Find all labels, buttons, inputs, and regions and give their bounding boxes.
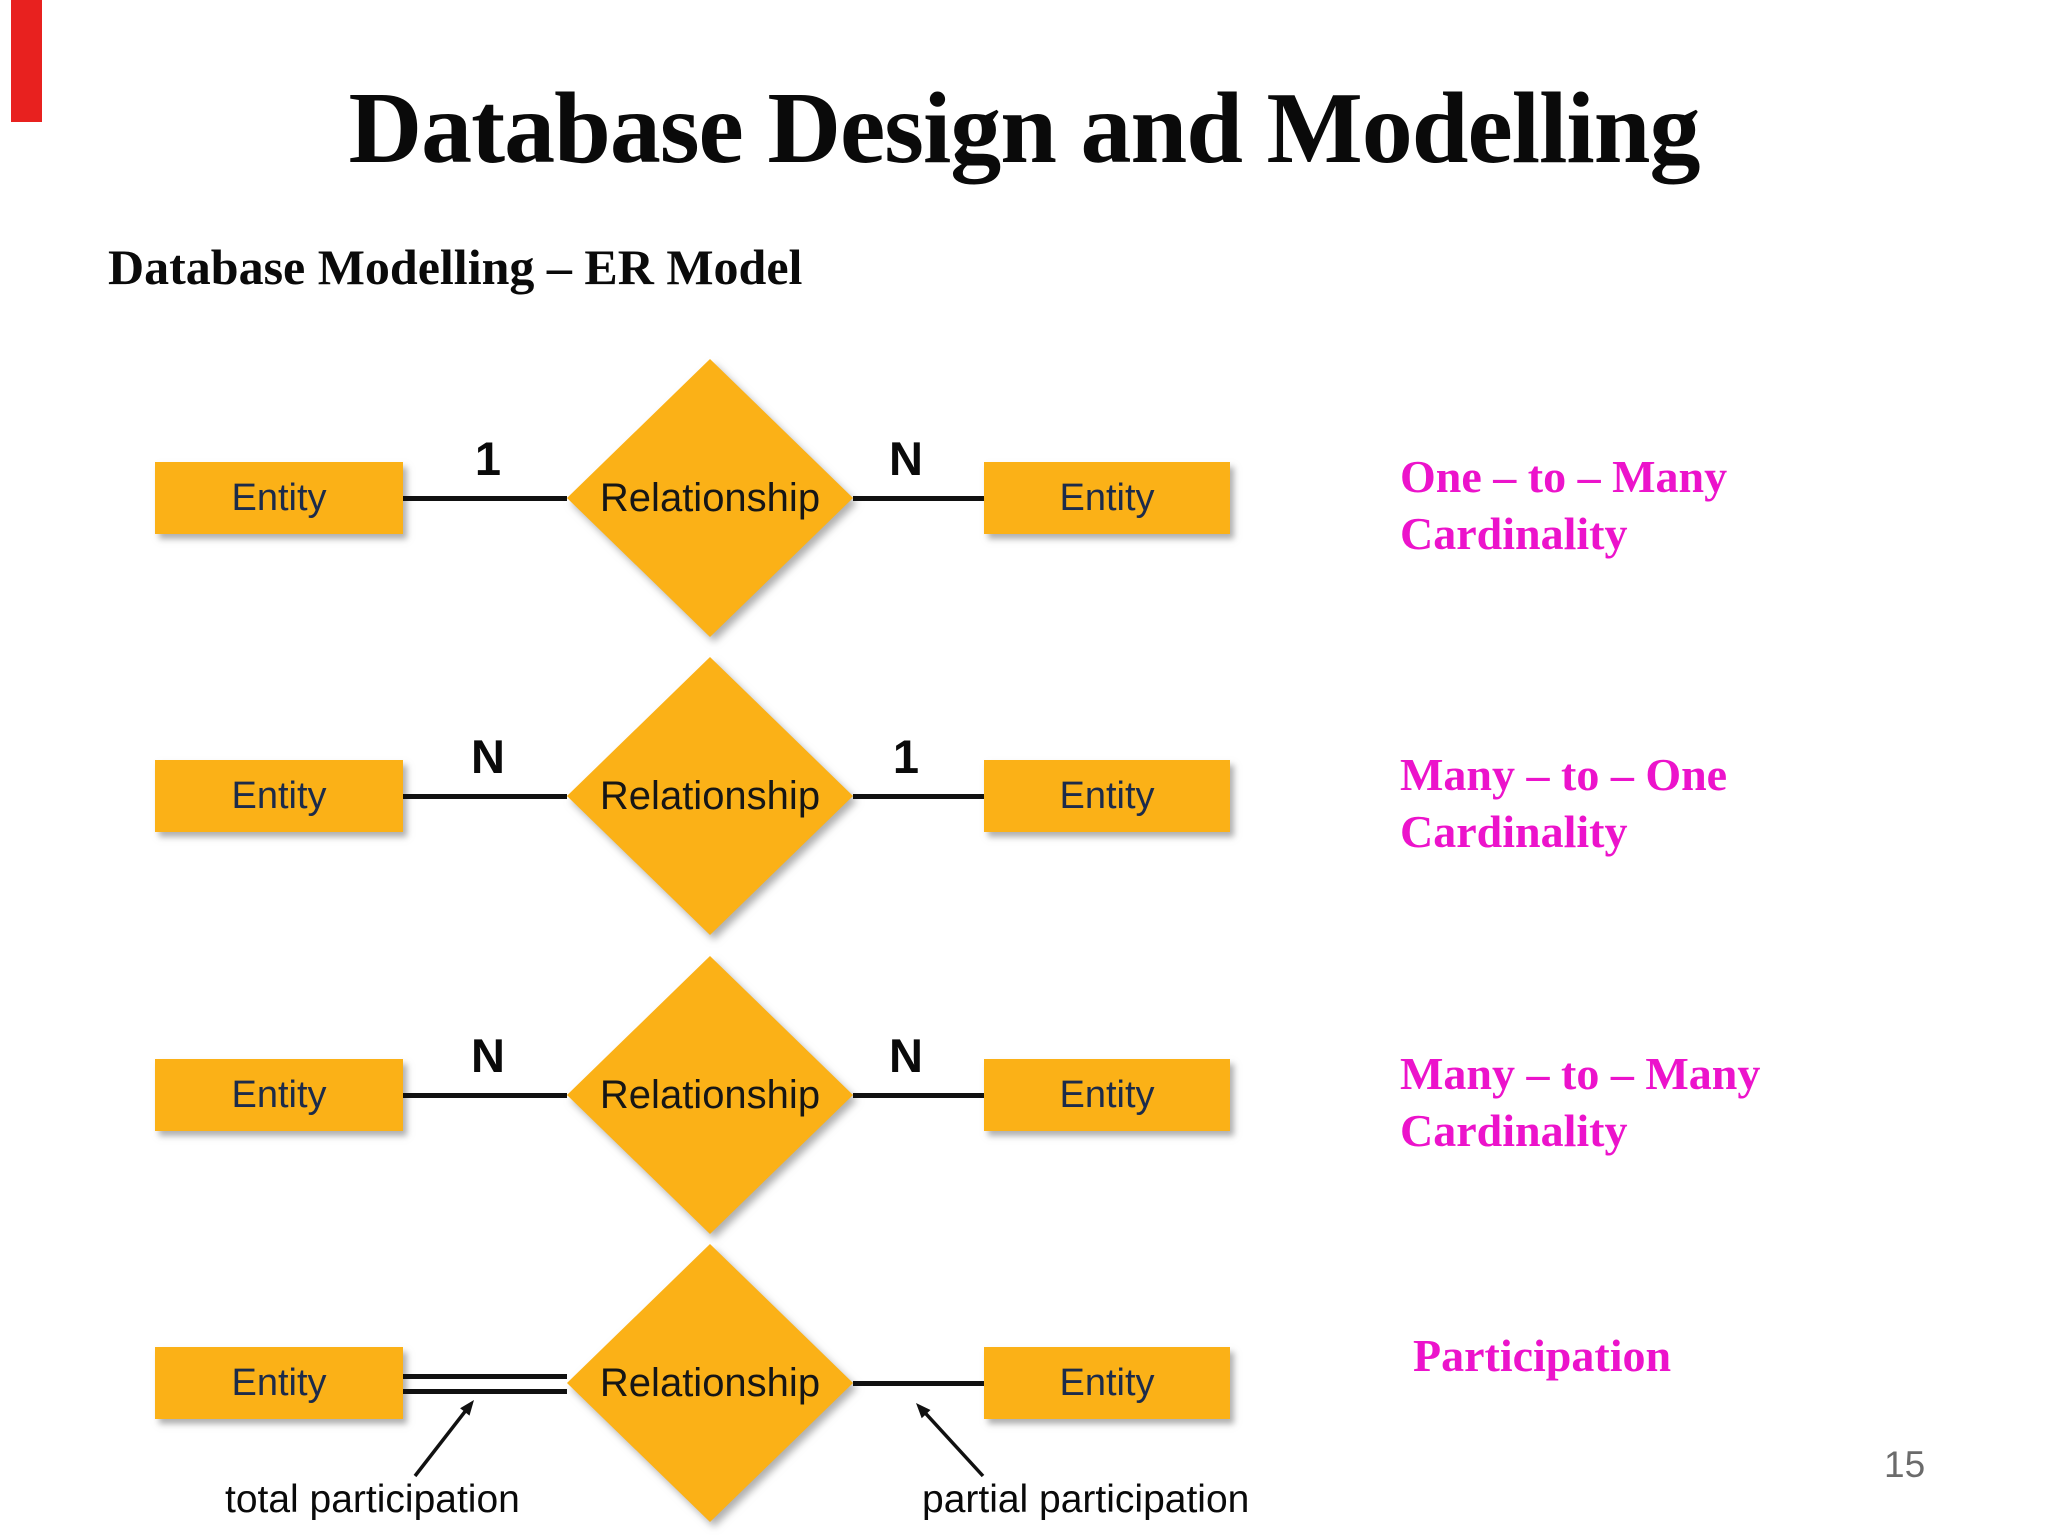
connector-line	[403, 1093, 567, 1098]
connector-line	[403, 496, 567, 501]
caption-line: Many – to – Many	[1400, 1048, 1761, 1099]
caption-line: Cardinality	[1400, 1105, 1628, 1156]
entity-box: Entity	[984, 1347, 1230, 1419]
connector-line	[853, 496, 984, 501]
cardinality-label: 1	[892, 730, 920, 783]
caption-line: Cardinality	[1400, 508, 1628, 559]
cardinality-label: N	[471, 730, 505, 783]
row-caption: Many – to – One Cardinality	[1400, 746, 1727, 860]
cardinality-label: 1	[474, 432, 502, 485]
cardinality-label: N	[889, 1029, 923, 1082]
relationship-diamond: Relationship	[565, 955, 855, 1235]
cardinality-label: N	[889, 432, 923, 485]
relationship-diamond: Relationship	[565, 1243, 855, 1523]
relationship-diamond: Relationship	[565, 358, 855, 638]
entity-box: Entity	[984, 760, 1230, 832]
relationship-diamond: Relationship	[565, 656, 855, 936]
relationship-label: Relationship	[599, 475, 821, 520]
relationship-label: Relationship	[599, 1360, 821, 1405]
caption-line: Many – to – One	[1400, 749, 1728, 800]
entity-box: Entity	[984, 1059, 1230, 1131]
caption-line: Cardinality	[1400, 806, 1628, 857]
total-participation-arrow-icon	[413, 1400, 474, 1478]
partial-participation-label: partial participation	[922, 1478, 1250, 1521]
connector-line	[853, 1093, 984, 1098]
row-caption: Many – to – Many Cardinality	[1400, 1045, 1760, 1159]
partial-participation-line	[853, 1381, 984, 1386]
total-participation-line	[403, 1389, 567, 1394]
diamond-shape-icon	[567, 1244, 853, 1522]
entity-box: Entity	[155, 1059, 403, 1131]
partial-participation-arrow-icon	[916, 1403, 985, 1478]
red-accent-bar	[11, 0, 42, 122]
entity-box: Entity	[155, 1347, 403, 1419]
diamond-shape-icon	[567, 956, 853, 1234]
row-caption: Participation	[1413, 1330, 1672, 1381]
section-subtitle: Database Modelling – ER Model	[108, 239, 803, 295]
relationship-label: Relationship	[599, 773, 821, 818]
total-participation-line	[403, 1374, 567, 1379]
total-participation-label: total participation	[225, 1478, 520, 1521]
entity-box: Entity	[155, 462, 403, 534]
connector-line	[853, 794, 984, 799]
cardinality-label: N	[471, 1029, 505, 1082]
entity-box: Entity	[155, 760, 403, 832]
caption-line: One – to – Many	[1400, 451, 1728, 502]
diamond-shape-icon	[567, 657, 853, 935]
diamond-shape-icon	[567, 359, 853, 637]
page-title: Database Design and Modelling	[348, 72, 1701, 185]
relationship-label: Relationship	[599, 1072, 821, 1117]
connector-line	[403, 794, 567, 799]
row-caption: One – to – Many Cardinality	[1400, 448, 1727, 562]
entity-box: Entity	[984, 462, 1230, 534]
page-number: 15	[1884, 1444, 1926, 1485]
